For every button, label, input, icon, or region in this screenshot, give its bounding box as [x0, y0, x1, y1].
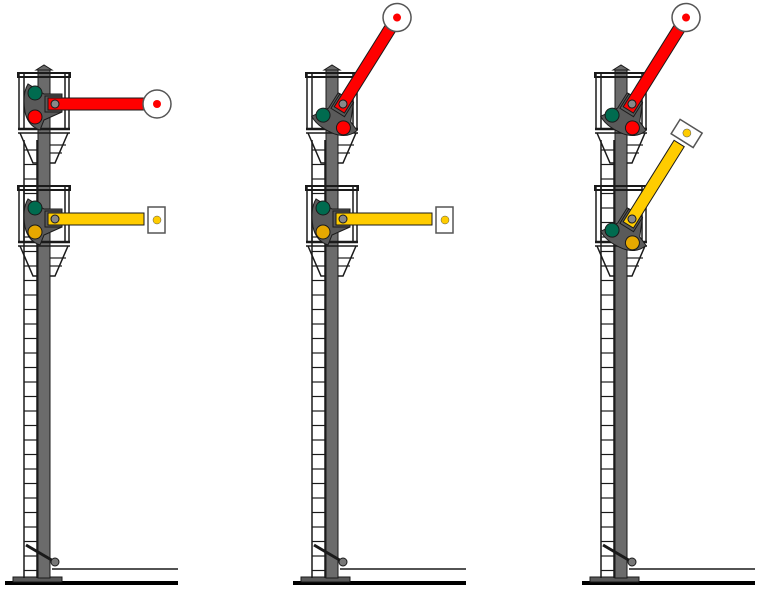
lever-pivot	[338, 557, 348, 567]
platform-top-rail	[17, 72, 71, 78]
pivot-icon	[338, 214, 348, 224]
mast	[325, 69, 339, 579]
arm-blade	[47, 97, 145, 111]
mast	[614, 69, 628, 579]
pivot-icon	[338, 99, 348, 109]
lower-semaphore-arm	[311, 198, 454, 246]
arm-end-dot	[393, 13, 402, 22]
platform-top-rail	[305, 185, 359, 191]
platform-bracket	[50, 245, 69, 277]
platform-bracket	[50, 132, 69, 164]
green-lamp	[315, 107, 331, 123]
mast	[37, 69, 51, 579]
arm-end-dot	[682, 13, 691, 22]
signal-proceed-caution	[582, 2, 755, 585]
pivot-icon	[50, 99, 60, 109]
arm-blade	[622, 139, 685, 229]
yellow-lamp	[624, 235, 640, 251]
red-lamp	[335, 120, 351, 136]
platform	[17, 185, 71, 277]
mast-cap	[322, 64, 342, 71]
arm-end-dot	[440, 215, 450, 225]
green-lamp	[27, 200, 43, 216]
green-lamp	[604, 107, 620, 123]
platform-bracket	[627, 132, 646, 164]
operating-lever	[313, 543, 344, 564]
platform-top-rail	[17, 185, 71, 191]
platform-bracket	[307, 132, 326, 164]
platform-bracket	[627, 245, 646, 277]
lever-pivot	[50, 557, 60, 567]
pivot-icon	[627, 99, 637, 109]
red-lamp	[27, 109, 43, 125]
green-lamp	[27, 85, 43, 101]
platform-bracket	[338, 245, 357, 277]
mast-cap	[34, 64, 54, 71]
ground-line	[5, 581, 178, 585]
green-lamp	[604, 222, 620, 238]
lever-pivot	[627, 557, 637, 567]
platform-bracket	[338, 132, 357, 164]
arm-end-dot	[682, 128, 692, 138]
arm-end-dot	[152, 215, 162, 225]
upper-semaphore-arm	[600, 2, 701, 137]
ground-line	[293, 581, 466, 585]
lower-semaphore-arm	[23, 198, 166, 246]
red-lamp	[624, 120, 640, 136]
arm-blade	[47, 212, 145, 226]
upper-semaphore-arm	[311, 2, 412, 137]
platform-bracket	[596, 132, 615, 164]
yellow-lamp	[315, 224, 331, 240]
upper-semaphore-arm	[23, 83, 172, 131]
signal-stop	[5, 64, 178, 585]
platform-bracket	[596, 245, 615, 277]
lower-semaphore-arm	[600, 118, 704, 252]
platform-bracket	[19, 132, 38, 164]
operating-lever	[25, 543, 56, 564]
platform-bracket	[19, 245, 38, 277]
arm-blade	[335, 212, 433, 226]
mast-cap	[611, 64, 631, 71]
pivot-icon	[50, 214, 60, 224]
pivot-icon	[627, 214, 637, 224]
operating-lever	[602, 543, 633, 564]
ground-line	[582, 581, 755, 585]
arm-end-dot	[153, 100, 161, 108]
signal-proceed	[293, 2, 466, 585]
platform-bracket	[307, 245, 326, 277]
green-lamp	[315, 200, 331, 216]
yellow-lamp	[27, 224, 43, 240]
